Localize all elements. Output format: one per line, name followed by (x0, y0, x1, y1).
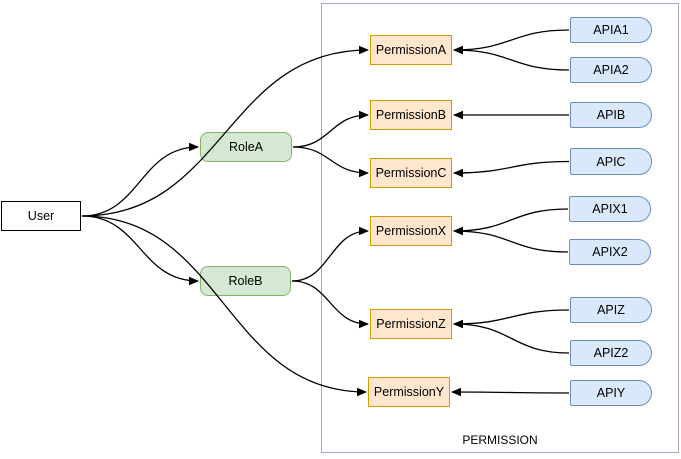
node-apiz2[interactable]: APIZ2 (570, 340, 652, 366)
node-apiy[interactable]: APIY (570, 380, 652, 406)
node-apiz[interactable]: APIZ (570, 297, 652, 323)
node-user[interactable]: User (1, 201, 81, 231)
node-label: PermissionB (375, 108, 447, 122)
node-label: APIX2 (592, 245, 628, 259)
node-label: RoleA (228, 140, 264, 154)
node-label: APIY (596, 386, 626, 400)
node-label: APIX1 (592, 202, 628, 216)
node-rolea[interactable]: RoleA (200, 132, 292, 162)
node-label: APIZ2 (593, 346, 629, 360)
node-permissiona[interactable]: PermissionA (370, 35, 452, 65)
node-apic[interactable]: APIC (570, 148, 652, 175)
node-permissiony[interactable]: PermissionY (368, 377, 450, 407)
node-permissionx[interactable]: PermissionX (370, 216, 452, 246)
node-apia2[interactable]: APIA2 (570, 57, 652, 83)
node-label: PermissionA (375, 43, 447, 57)
edge-user-roleb (81, 215, 199, 286)
node-permissionc[interactable]: PermissionC (370, 158, 452, 188)
node-label: User (27, 209, 55, 223)
node-label: APIC (596, 154, 626, 169)
node-label: APIZ (597, 303, 625, 317)
node-permissionz[interactable]: PermissionZ (370, 309, 452, 339)
node-label: PermissionX (375, 224, 447, 238)
node-label: APIA2 (593, 63, 629, 77)
node-roleb[interactable]: RoleB (200, 266, 291, 296)
node-label: PermissionC (375, 166, 447, 180)
node-label: PermissionY (373, 385, 445, 399)
permission-group-label: PERMISSION (462, 433, 538, 447)
node-apia1[interactable]: APIA1 (570, 17, 652, 43)
node-label: APIB (596, 108, 626, 122)
node-permissionb[interactable]: PermissionB (370, 100, 452, 130)
edge-user-rolea (81, 142, 199, 217)
node-apib[interactable]: APIB (570, 102, 652, 128)
node-label: PermissionZ (376, 317, 446, 331)
node-label: RoleB (228, 274, 263, 288)
node-label: APIA1 (593, 23, 629, 37)
node-apix2[interactable]: APIX2 (569, 239, 651, 265)
node-apix1[interactable]: APIX1 (569, 196, 651, 222)
